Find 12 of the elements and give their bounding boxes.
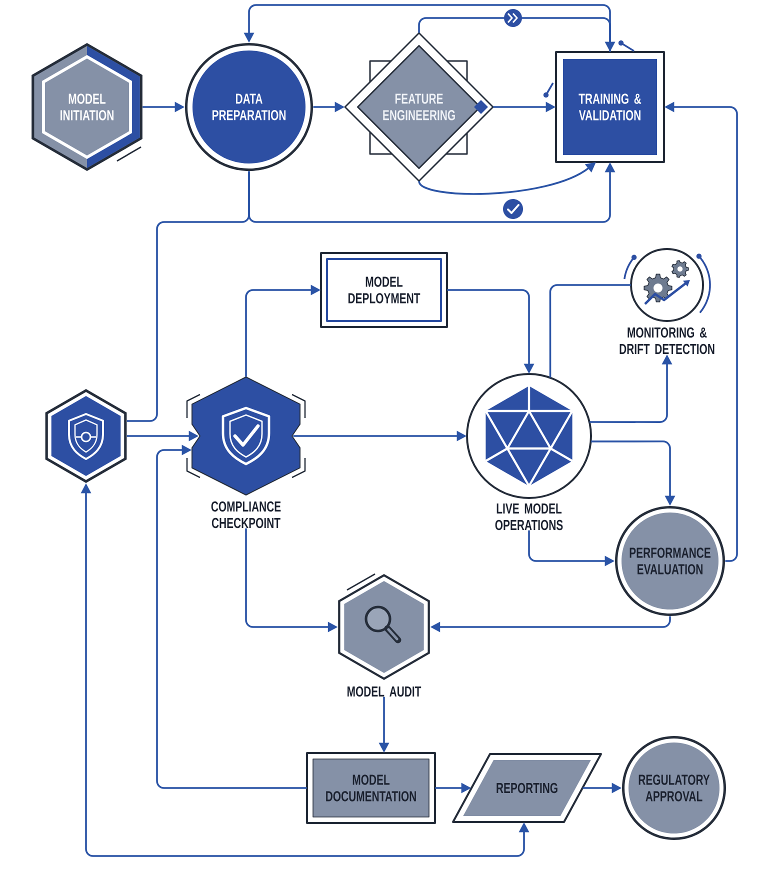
connector-line — [126, 171, 250, 422]
process-box: MODEL DEPLOYMENT — [320, 252, 448, 328]
process-hexagon: MODEL INITIATION — [32, 43, 142, 171]
process-box: MODEL DOCUMENTATION — [306, 752, 436, 824]
node-caption: COMPLIANCE CHECKPOINT — [211, 501, 281, 528]
node-caption: MODEL AUDIT — [348, 686, 422, 697]
process-parallelogram: REPORTING — [452, 753, 602, 823]
node-caption: MONITORING & DRIFT DETECTION — [620, 327, 714, 354]
node-caption: LIVE MODEL OPERATIONS — [495, 503, 563, 530]
process-box: TRAINING & VALIDATION — [555, 51, 665, 163]
connector-line — [549, 284, 631, 378]
arrow — [156, 444, 307, 789]
